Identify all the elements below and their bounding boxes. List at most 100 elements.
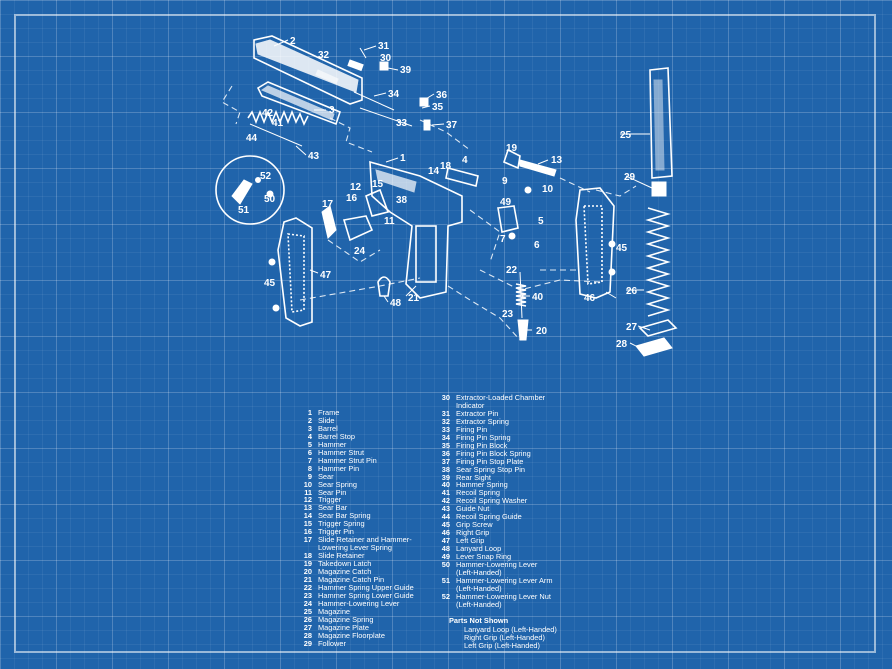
parts-list-row: 15 Trigger Spring [298,520,414,528]
part-name: Firing Pin Stop Plate [456,456,524,466]
part-number: 13 [303,503,312,513]
part-name: Slide Retainer [318,551,365,561]
part-number: 50 [441,560,450,570]
part-name: Hammer Strut [318,447,364,457]
callout-47: 47 [320,270,332,281]
part-name: Barrel Stop [318,431,355,441]
callout-7: 7 [500,234,506,245]
part-number: 34 [441,432,450,442]
trigger-part [321,188,390,242]
part-name: Slide Retainer and Hammer- [318,535,412,545]
callout-36: 36 [436,90,448,101]
part-name: Trigger Pin [318,527,354,537]
callout-24: 24 [354,246,366,257]
part-name: Magazine Catch [318,567,372,577]
part-number: 36 [441,448,450,458]
part-number: 5 [307,439,312,449]
part-number: 32 [441,416,450,426]
callout-40: 40 [532,292,544,303]
callout-leaders [273,39,653,349]
part-name: Magazine Catch Pin [318,575,385,585]
part-number: 15 [303,519,312,529]
part-number: 41 [441,488,450,498]
part-number: 30 [441,393,450,402]
part-name: Firing Pin [456,424,488,434]
part-number: 12 [303,495,312,505]
part-number: 28 [303,630,312,640]
part-name: Firing Pin Block [456,440,508,450]
part-name: Hammer-Lowering Lever [456,560,538,570]
callout-31: 31 [378,41,390,52]
parts-list-row: 50 Hammer-Lowering Lever [436,561,557,569]
part-number: 47 [441,536,450,546]
part-name: Lowering Lever Spring [318,543,392,553]
assembly-guide-lines [221,85,637,341]
part-number: 31 [441,408,450,418]
grip-screw-right [608,240,616,248]
part-name: Recoil Spring Washer [456,496,528,506]
part-number: 42 [441,496,450,506]
part-number: 21 [303,575,312,585]
hammer-part [445,148,557,240]
part-name: Sear Bar Spring [318,511,371,521]
part-number: 40 [441,480,450,490]
callout-13: 13 [551,155,563,166]
callout-30: 30 [380,53,392,64]
callout-39: 39 [400,65,412,76]
part-number: 35 [441,440,450,450]
callout-28: 28 [616,339,628,350]
part-number: 1 [307,408,312,417]
part-name: Follower [318,638,346,648]
magazine-floorplate-part [635,337,673,357]
magazine-part [649,67,673,179]
callout-52: 52 [260,171,272,182]
part-number: 43 [441,504,450,514]
part-name: Hammer [318,439,347,449]
part-name: (Left-Handed) [456,599,502,609]
callout-35: 35 [432,102,444,113]
part-name: Firing Pin Block Spring [456,448,531,458]
part-name: Rear Sight [456,472,491,482]
firing-pin-part [347,47,431,131]
callout-41: 41 [272,118,284,129]
part-name: Trigger Spring [318,519,365,529]
lanyard-loop-part [377,276,391,297]
left-handed-lever-detail [215,155,285,225]
parts-not-shown-item: Left Grip (Left-Handed) [464,640,540,650]
grip-screw-left [268,258,276,266]
part-number: 49 [441,552,450,562]
part-name: (Left-Handed) [456,583,502,593]
callout-3: 3 [329,105,335,116]
barrel-part [256,81,341,126]
parts-list-row: 5 Hammer [298,439,414,449]
callout-48: 48 [390,298,402,309]
callout-51: 51 [238,205,250,216]
part-number: 17 [303,535,312,545]
callout-22: 22 [506,265,518,276]
callout-23: 23 [502,309,514,320]
callout-50: 50 [264,194,276,205]
callout-15: 15 [372,179,384,190]
part-name: Hammer-Lowering Lever [318,598,400,608]
part-name: Left Grip [456,536,485,546]
callout-labels: 2 31 32 30 39 34 36 35 3 33 37 42 41 44 … [238,36,638,350]
part-name: Extractor Spring [456,416,509,426]
